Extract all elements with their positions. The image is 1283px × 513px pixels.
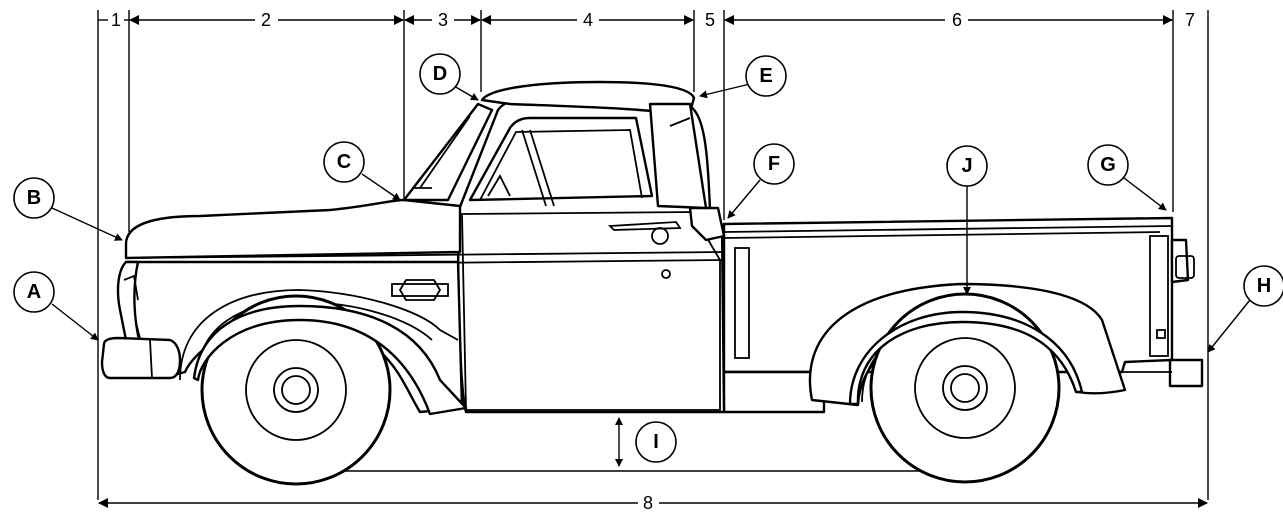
side-window (468, 116, 654, 202)
dimension-line-1: 1 (98, 10, 129, 30)
dimension-label-5: 5 (705, 10, 715, 30)
callout-a: A (13, 271, 99, 341)
callout-letter-c: C (337, 151, 351, 173)
dimension-line-8: 8 (98, 493, 1208, 513)
callout-g: G (1087, 144, 1167, 211)
dimension-line-7: 7 (1185, 10, 1195, 30)
hood (124, 198, 462, 260)
dimension-label-2: 2 (261, 10, 271, 30)
callout-letter-a: A (27, 281, 41, 303)
callout-letter-g: G (1100, 154, 1116, 176)
windshield (402, 102, 494, 202)
dimension-line-3: 3 (404, 10, 481, 30)
callout-letter-b: B (27, 187, 41, 209)
callout-letter-d: D (433, 63, 447, 85)
dimension-label-6: 6 (952, 10, 962, 30)
callout-letter-j: J (961, 155, 972, 177)
callout-d: D (419, 53, 479, 101)
extension-lines (97, 10, 1209, 500)
front-bumper (100, 336, 182, 380)
callout-f: F (727, 143, 795, 219)
dimension-label-1: 1 (111, 10, 121, 30)
cab-roof (480, 80, 696, 114)
callout-letter-i: I (653, 431, 659, 453)
callout-letter-f: F (768, 153, 780, 175)
callout-e: E (699, 55, 787, 99)
dimension-line-4: 4 (481, 10, 694, 30)
callout-b: B (13, 177, 123, 241)
dimension-label-7: 7 (1185, 10, 1195, 30)
front-wheel (200, 294, 392, 486)
callout-letter-e: E (759, 65, 772, 87)
callout-c: C (323, 141, 401, 201)
callout-h: H (1207, 265, 1283, 353)
dimension-label-8: 8 (643, 493, 653, 513)
callout-i: I (615, 417, 677, 467)
dimension-line-2: 2 (129, 10, 404, 30)
dimension-label-3: 3 (438, 10, 448, 30)
dimension-line-5: 5 (705, 10, 715, 30)
dimension-line-6: 6 (724, 10, 1173, 30)
callout-j: J (946, 145, 988, 295)
truck-drawing (100, 80, 1204, 486)
dimension-label-4: 4 (583, 10, 593, 30)
callout-letter-h: H (1257, 275, 1271, 297)
